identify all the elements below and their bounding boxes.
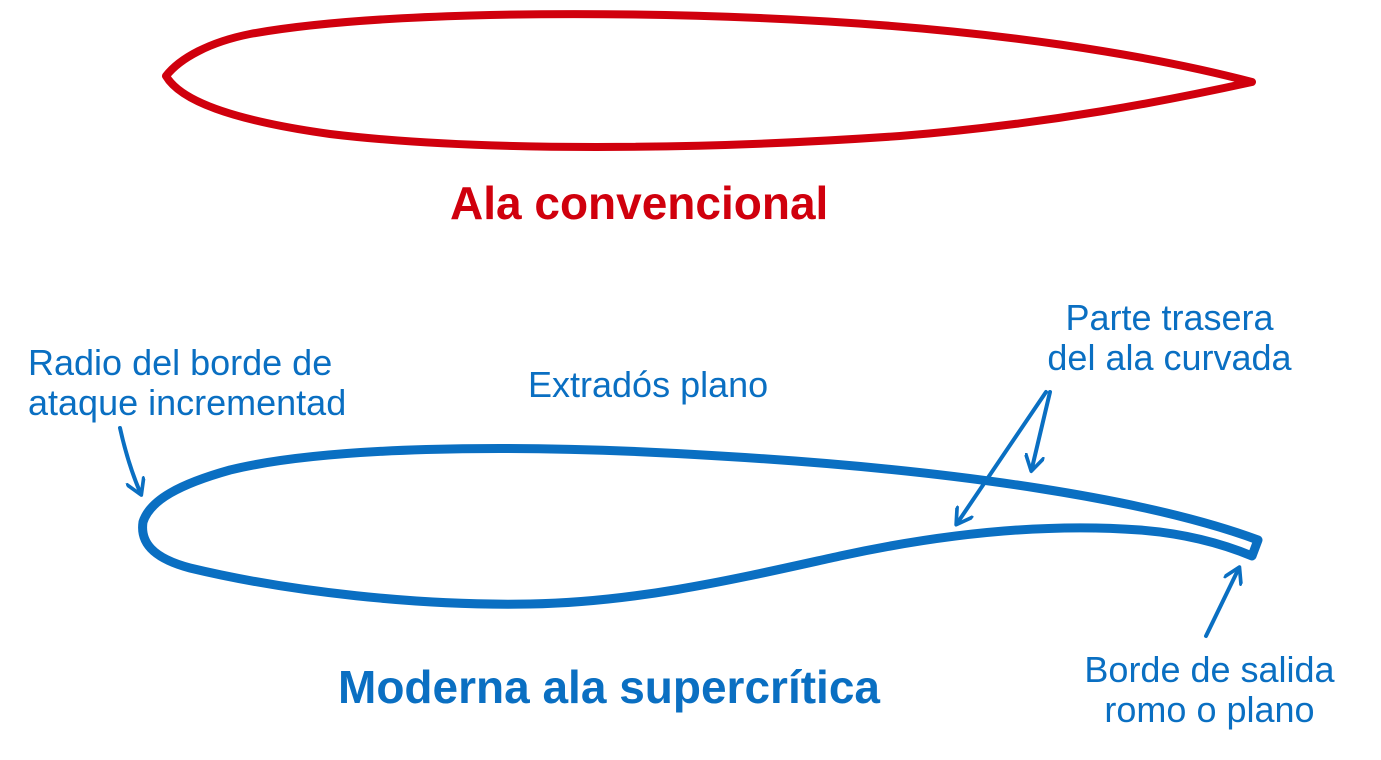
supercritical-wing-title: Moderna ala supercrítica — [338, 661, 880, 713]
conventional-wing-title: Ala convencional — [450, 177, 829, 229]
trailing-edge-arrow — [1204, 570, 1238, 638]
trailing-edge-label-line-2: romo o plano — [1104, 689, 1315, 731]
blunt-trailing-edge-label: Borde de salida romo o plano — [1062, 649, 1357, 731]
leading-edge-radius-label: Radio del borde de ataque incrementad — [28, 342, 398, 424]
conventional-airfoil-outline — [162, 10, 1256, 151]
leading-edge-label-line-1: Radio del borde de — [28, 342, 333, 383]
aft-camber-label-line-1: Parte trasera — [1065, 297, 1274, 338]
leading-edge-arrow — [118, 426, 140, 492]
supercritical-airfoil-outline — [138, 443, 1263, 609]
leading-edge-label-line-2: ataque incrementad — [28, 382, 347, 424]
aft-camber-label: Parte trasera del ala curvada — [1022, 297, 1317, 379]
aft-camber-arrow-lower — [958, 390, 1048, 522]
aft-camber-arrow-upper — [1032, 390, 1052, 468]
trailing-edge-label-line-1: Borde de salida — [1084, 649, 1335, 690]
aft-camber-label-line-2: del ala curvada — [1047, 337, 1292, 379]
flat-upper-surface-label: Extradós plano — [528, 364, 769, 405]
